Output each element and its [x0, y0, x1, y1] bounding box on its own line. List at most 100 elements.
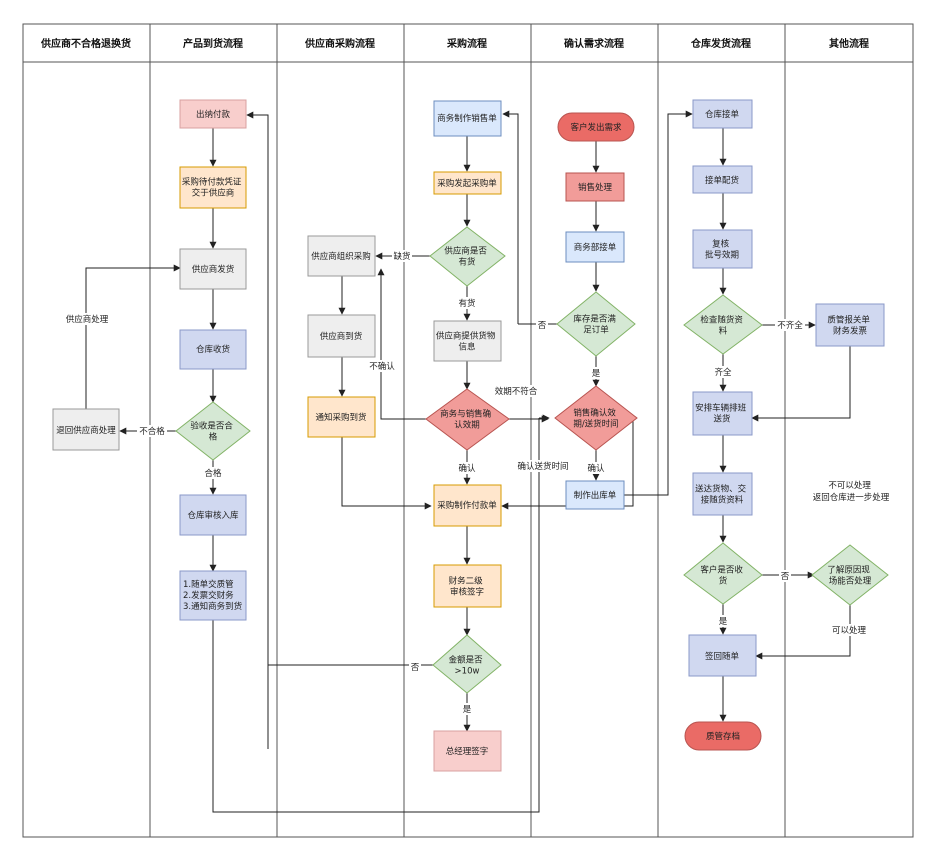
- node-qa-archive: 质管存档: [684, 721, 762, 751]
- label-complete: 齐全: [714, 367, 732, 378]
- node-supplier-arrival: 供应商到货: [307, 314, 376, 358]
- svg-text:商务制作销售单: 商务制作销售单: [437, 113, 497, 124]
- label-cannot-handle: 不可以处理 返回仓库进一步处理: [813, 480, 890, 503]
- svg-text:送达货物、交 接随货资料: 送达货物、交 接随货资料: [695, 483, 749, 505]
- svg-text:供应商是否 有货: 供应商是否 有货: [444, 245, 489, 267]
- svg-text:制作出库单: 制作出库单: [574, 490, 617, 501]
- node-return-to-supplier: 退回供应商处理: [52, 408, 120, 451]
- lane-headers: 供应商不合格退换货 产品到货流程 供应商采购流程 采购流程 确认需求流程 仓库发…: [40, 37, 869, 50]
- node-notify-arrival: 通知采购到货: [307, 396, 376, 438]
- swimlane-frame: [22, 23, 914, 838]
- svg-text:退回供应商处理: 退回供应商处理: [56, 425, 116, 436]
- node-qa-customs-invoice: 质管报关单 财务发票: [815, 303, 885, 347]
- label-accept-yes: 是: [719, 617, 728, 627]
- svg-text:验收是否合 格: 验收是否合 格: [190, 420, 235, 442]
- svg-text:财务二级 审核签字: 财务二级 审核签字: [449, 575, 486, 597]
- lane-header-product-arrival: 产品到货流程: [183, 37, 243, 50]
- label-in-stock: 有货: [458, 298, 476, 309]
- node-finance-review: 财务二级 审核签字: [433, 564, 502, 608]
- label-amount-no: 否: [411, 663, 420, 673]
- lane-header-supplier-return: 供应商不合格退换货: [40, 37, 131, 50]
- svg-text:出纳付款: 出纳付款: [196, 109, 231, 120]
- label-inventory-no: 否: [538, 321, 547, 331]
- label-accept-no: 否: [781, 572, 790, 582]
- node-supplier-ship: 供应商发货: [179, 248, 247, 290]
- svg-text:供应商提供货物 信息: 供应商提供货物 信息: [436, 330, 498, 352]
- label-can-handle: 可以处理: [832, 625, 867, 636]
- node-create-sales-order: 商务制作销售单: [433, 100, 502, 137]
- label-confirmed-purchase: 确认: [458, 463, 476, 474]
- node-recheck-batch: 复核 批号效期: [692, 229, 753, 269]
- svg-text:复核 批号效期: 复核 批号效期: [705, 238, 739, 260]
- lane-header-purchase: 采购流程: [446, 37, 487, 50]
- node-inspection-decision: 验收是否合 格: [175, 401, 251, 461]
- node-check-docs-decision: 检查随货资 料: [683, 294, 763, 355]
- svg-text:销售处理: 销售处理: [578, 182, 613, 193]
- svg-text:采购待付款凭证 交于供应商: 采购待付款凭证 交于供应商: [182, 176, 244, 198]
- svg-text:供应商发货: 供应商发货: [192, 264, 235, 275]
- node-create-purchase-order: 采购发起采购单: [433, 171, 502, 195]
- nodes: 出纳付款 采购待付款凭证 交于供应商 供应商发货 仓库收货 验收是否合 格: [52, 99, 889, 772]
- node-payment-order: 采购制作付款单: [433, 484, 502, 527]
- node-schedule-delivery: 安排车辆排班 送货: [692, 391, 753, 436]
- node-inventory-decision: 库存是否满 足订单: [556, 291, 636, 357]
- svg-text:检查随货资 料: 检查随货资 料: [700, 314, 745, 336]
- lane-header-other: 其他流程: [829, 37, 869, 50]
- node-cashier-payment: 出纳付款: [179, 99, 247, 129]
- node-business-accept: 商务部接单: [565, 231, 625, 263]
- node-sales-processing: 销售处理: [565, 172, 625, 202]
- node-customer-demand: 客户发出需求: [557, 112, 635, 142]
- svg-text:总经理签字: 总经理签字: [446, 746, 489, 757]
- node-payment-voucher: 采购待付款凭证 交于供应商: [179, 166, 247, 209]
- svg-text:质管存档: 质管存档: [706, 731, 740, 742]
- svg-text:签回随单: 签回随单: [705, 651, 740, 662]
- svg-text:库存是否满 足订单: 库存是否满 足订单: [573, 313, 618, 335]
- edge-labels: 缺货 有货 不确认 确认 效期不符合 确认送货时间 确认 否 是 不合格 合格 …: [64, 250, 896, 715]
- svg-text:采购制作付款单: 采购制作付款单: [437, 500, 497, 511]
- lane-header-supplier-purchase: 供应商采购流程: [304, 37, 375, 50]
- svg-text:1.随单交质管 2.发票交财务: 1.随单交质管 2.发票交财务 3.通知商务到货: [183, 579, 243, 612]
- node-sales-confirm-decision: 销售确认效 期/送货时间: [554, 385, 638, 451]
- svg-text:客户是否收 货: 客户是否收 货: [700, 564, 745, 586]
- label-incomplete: 不齐全: [777, 320, 803, 331]
- label-qualified: 合格: [204, 468, 222, 479]
- node-amount-decision: 金额是否 >10w: [432, 634, 502, 694]
- node-follow-up-docs: 1.随单交质管 2.发票交财务 3.通知商务到货: [179, 570, 247, 621]
- node-investigate-decision: 了解原因现 场能否处理: [811, 544, 889, 606]
- svg-text:采购发起采购单: 采购发起采购单: [437, 178, 497, 189]
- svg-text:销售确认效 期/送货时间: 销售确认效 期/送货时间: [573, 407, 618, 429]
- svg-text:仓库审核入库: 仓库审核入库: [187, 510, 239, 521]
- node-goods-info: 供应商提供货物 信息: [433, 320, 502, 362]
- svg-text:安排车辆排班 送货: 安排车辆排班 送货: [695, 402, 749, 424]
- svg-text:商务部接单: 商务部接单: [574, 242, 617, 253]
- label-expiry-mismatch: 效期不符合: [495, 386, 538, 397]
- lane-header-warehouse-ship: 仓库发货流程: [690, 37, 751, 50]
- svg-text:通知采购到货: 通知采购到货: [315, 412, 367, 423]
- svg-text:了解原因现 场能否处理: 了解原因现 场能否处理: [827, 564, 872, 586]
- svg-text:商务与销售确 认效期: 商务与销售确 认效期: [440, 408, 494, 430]
- lane-header-confirm-demand: 确认需求流程: [564, 37, 624, 50]
- svg-text:供应商到货: 供应商到货: [320, 331, 363, 342]
- label-unqualified: 不合格: [139, 426, 165, 437]
- node-confirm-expiry-decision: 商务与销售确 认效期: [425, 388, 510, 451]
- label-out-of-stock: 缺货: [393, 251, 411, 262]
- label-not-confirmed: 不确认: [369, 361, 395, 372]
- node-deliver-goods: 送达货物、交 接随货资料: [692, 472, 753, 516]
- node-gm-signature: 总经理签字: [433, 730, 502, 772]
- node-create-outbound: 制作出库单: [565, 480, 625, 510]
- label-amount-yes: 是: [463, 705, 472, 715]
- node-warehouse-stock-in: 仓库审核入库: [179, 494, 247, 536]
- node-warehouse-accept: 仓库接单: [692, 99, 753, 129]
- svg-text:仓库收货: 仓库收货: [196, 344, 231, 355]
- node-warehouse-receive: 仓库收货: [179, 329, 247, 370]
- label-confirmed-sales: 确认: [587, 463, 605, 474]
- node-supplier-organize: 供应商组织采购: [307, 235, 376, 277]
- svg-text:金额是否 >10w: 金额是否 >10w: [449, 654, 486, 676]
- node-sign-return: 签回随单: [688, 634, 757, 677]
- label-supplier-handle: 供应商处理: [66, 314, 109, 325]
- svg-text:仓库接单: 仓库接单: [705, 109, 740, 120]
- svg-text:客户发出需求: 客户发出需求: [570, 122, 622, 133]
- label-confirm-delivery-time: 确认送货时间: [517, 461, 568, 472]
- svg-text:质管报关单 财务发票: 质管报关单 财务发票: [827, 314, 872, 336]
